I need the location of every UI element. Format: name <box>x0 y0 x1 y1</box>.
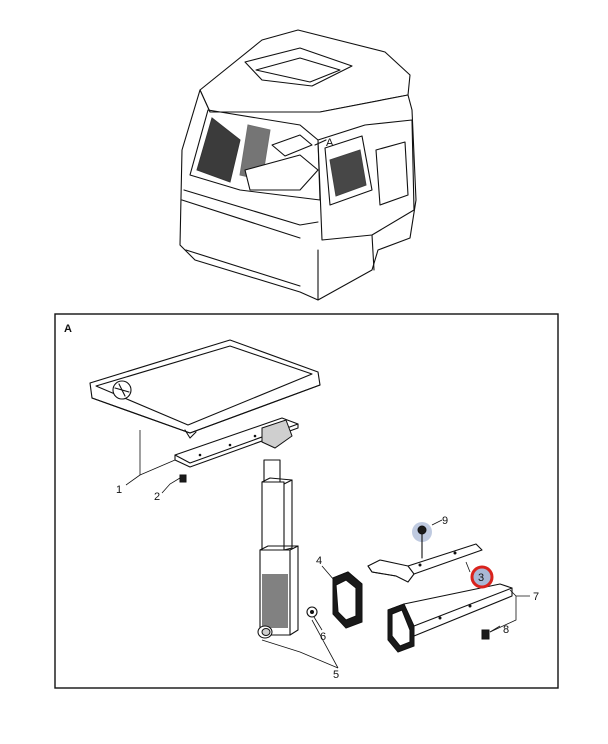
bracket-3 <box>367 543 483 583</box>
latch-4 <box>332 571 363 629</box>
part-label-6[interactable]: 6 <box>320 631 326 643</box>
rail-7 <box>387 583 513 653</box>
bolt-2 <box>179 474 187 483</box>
part-label-7[interactable]: 7 <box>533 591 539 603</box>
part-label-2[interactable]: 2 <box>154 491 160 503</box>
screw-9 <box>412 522 432 559</box>
knob-6 <box>306 606 318 618</box>
part-label-1[interactable]: 1 <box>116 484 122 496</box>
cab-illustration: A <box>179 29 417 301</box>
highlight-ring-part-3[interactable] <box>470 565 494 589</box>
callout-lines <box>125 430 530 669</box>
part-label-4[interactable]: 4 <box>316 555 322 567</box>
detail-label: A <box>64 323 72 335</box>
cab-view-label: A <box>326 137 334 149</box>
part-label-9[interactable]: 9 <box>442 515 448 527</box>
part-label-5[interactable]: 5 <box>333 669 339 681</box>
mounting-plate <box>174 417 299 468</box>
part-label-8[interactable]: 8 <box>503 624 509 636</box>
part-label-3[interactable]: 3 <box>478 572 484 584</box>
bolt-8 <box>481 629 490 640</box>
detail-frame <box>54 313 559 689</box>
telescopic-post <box>257 459 299 639</box>
table-top <box>89 339 321 439</box>
